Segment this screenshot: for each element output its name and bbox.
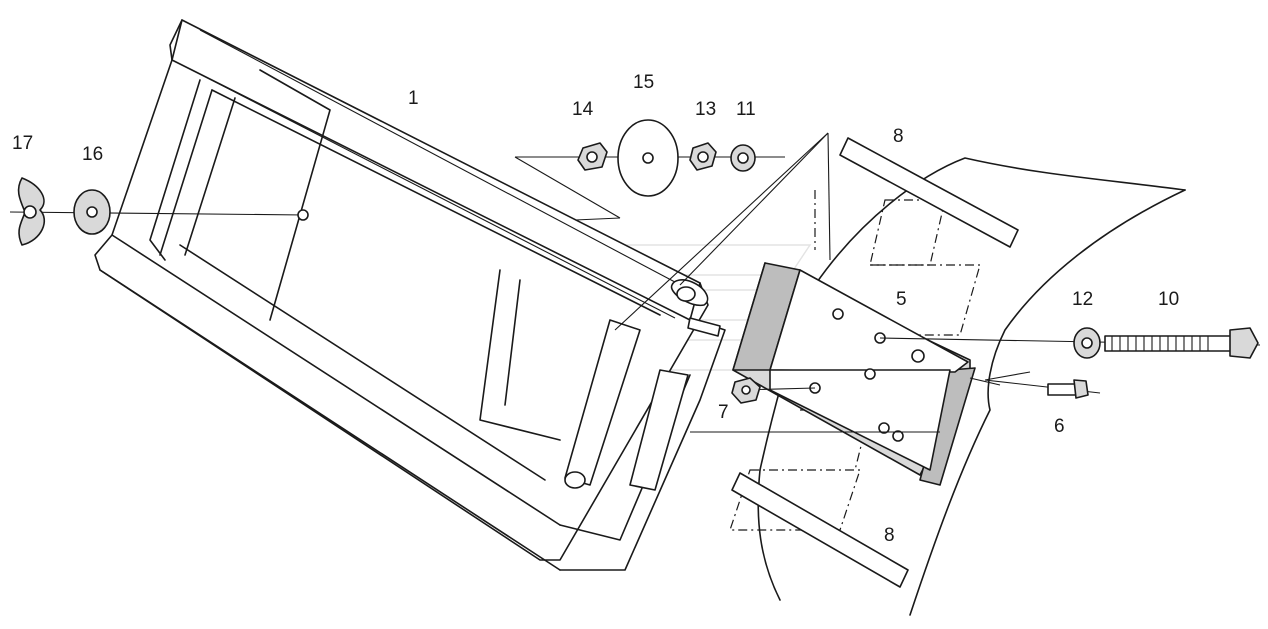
callout-16: 16 [82,144,103,165]
callout-11: 11 [736,99,756,120]
callout-6: 6 [1054,416,1065,437]
hardware-left [9,177,309,246]
part-1-frame [94,19,726,571]
callout-13: 13 [695,99,716,120]
callout-7: 7 [718,402,729,423]
bolt-10-icon [1104,327,1259,359]
callout-labels: 1 5 6 7 8 8 10 11 12 13 14 15 16 17 [12,72,1179,546]
bolt-6-icon [1047,379,1089,399]
callout-15: 15 [633,72,654,93]
callout-10: 10 [1158,289,1179,310]
callout-5: 5 [896,289,907,310]
callout-8-bottom: 8 [884,525,895,546]
hardware-top-row [514,119,785,221]
part-5-bracket [732,262,976,486]
hardware-right [614,132,1261,433]
callout-14: 14 [572,99,594,120]
part-8-body-panel [729,137,1186,616]
callout-17: 17 [12,133,33,154]
callout-1: 1 [408,88,419,109]
callout-8-top: 8 [893,126,904,147]
callout-12: 12 [1072,289,1093,310]
